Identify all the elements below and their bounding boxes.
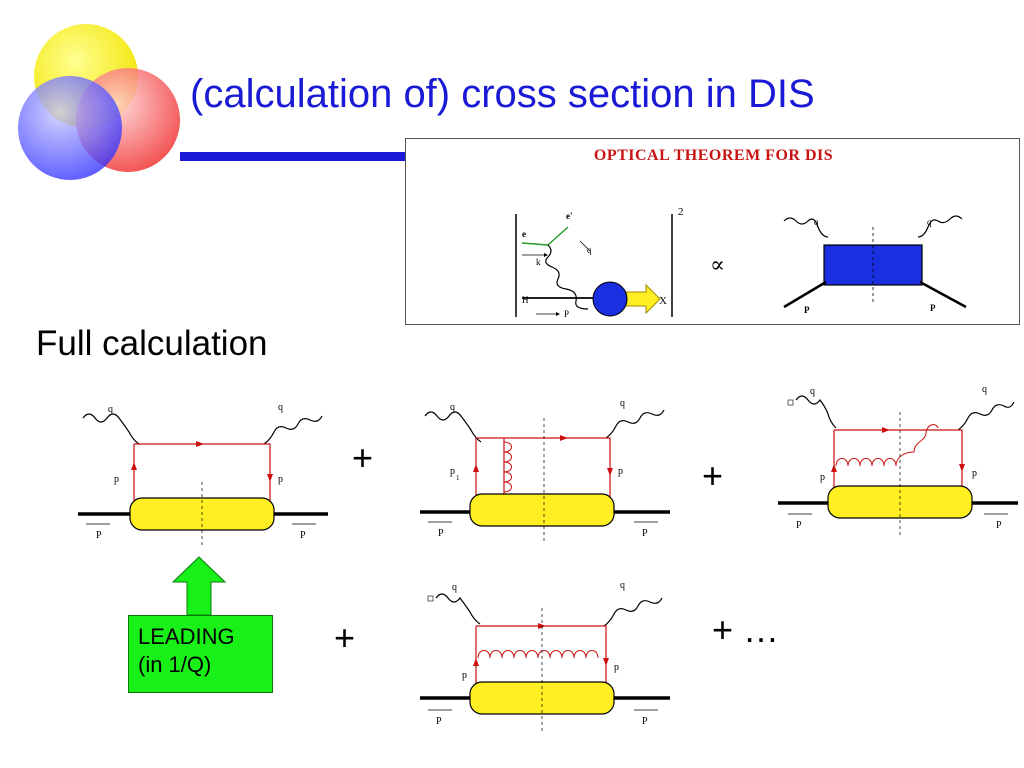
photon-left-line — [783, 217, 829, 238]
svg-text:p: p — [450, 466, 455, 477]
page-title: (calculation of) cross section in DIS — [190, 72, 815, 116]
svg-text:P: P — [300, 530, 306, 541]
svg-text:p: p — [972, 468, 977, 479]
electron-in-line — [521, 242, 549, 246]
exponent-label: 2 — [678, 206, 684, 218]
svg-text:P: P — [96, 530, 102, 541]
right-q-left-label: q — [814, 217, 819, 227]
diagram-leading: q q p p P P — [78, 402, 328, 546]
hadron-p-label: P — [564, 309, 569, 319]
photon-right — [263, 415, 323, 445]
diagram-gluon-exchange-2: q q p p P P — [778, 384, 1018, 536]
svg-text:p: p — [618, 466, 623, 477]
logo-blue-circle — [18, 76, 122, 180]
right-q-right-label: q — [927, 217, 932, 227]
right-p-right-label: P — [930, 303, 936, 313]
hadron-blob — [592, 281, 628, 317]
optical-theorem-panel: OPTICAL THEOREM FOR DIS 2 e e' k q H P X… — [405, 138, 1020, 325]
gluon-line — [835, 424, 939, 467]
svg-text:p: p — [462, 670, 467, 681]
plus-sign-1: + — [352, 437, 374, 478]
proton-in-line — [783, 280, 827, 309]
leading-order-label: (in 1/Q) — [138, 652, 212, 677]
svg-text:q: q — [982, 384, 987, 395]
svg-text:p: p — [614, 662, 619, 673]
logo-circles — [18, 24, 180, 180]
svg-text:q: q — [450, 402, 455, 413]
svg-text:P: P — [996, 520, 1002, 531]
plus-sign-3: + — [334, 617, 356, 658]
svg-text:q: q — [452, 582, 457, 593]
svg-text:q: q — [108, 404, 113, 415]
svg-text:q: q — [620, 580, 625, 591]
svg-text:p: p — [820, 472, 825, 483]
svg-text:P: P — [438, 528, 444, 539]
k-label: k — [536, 257, 541, 267]
leading-label: LEADING — [138, 624, 235, 649]
svg-text:1: 1 — [456, 474, 460, 482]
section-heading-full-calculation: Full calculation — [36, 324, 268, 363]
svg-text:p: p — [114, 474, 119, 485]
svg-text:P: P — [436, 716, 442, 727]
photon-line — [545, 244, 589, 310]
diagram-gluon-exchange-3: q q p p P P — [420, 580, 670, 732]
electron-out-label: e' — [566, 211, 573, 221]
right-p-left-label: P — [804, 305, 810, 315]
photon-left — [82, 413, 140, 445]
final-state-x-label: X — [659, 295, 667, 307]
svg-text:p: p — [278, 474, 283, 485]
plus-ellipsis: + … — [712, 609, 780, 650]
plus-sign-2: + — [702, 455, 724, 496]
leading-label-box: LEADING (in 1/Q) — [128, 615, 273, 693]
hadron-label: H — [522, 295, 529, 305]
gluon-line — [503, 441, 512, 493]
diagram-gluon-exchange-1: q q p 1 p P P — [420, 398, 670, 544]
svg-text:q: q — [278, 402, 283, 413]
svg-text:q: q — [810, 386, 815, 397]
proportional-symbol: ∝ — [710, 252, 725, 277]
quark-line — [134, 443, 271, 502]
photon-right-line — [917, 215, 963, 238]
proton-out-line — [919, 280, 967, 309]
svg-text:P: P — [642, 716, 648, 727]
optical-theorem-diagram: 2 e e' k q H P X ∝ q q P P — [515, 206, 967, 319]
svg-text:q: q — [620, 398, 625, 409]
electron-label: e — [522, 229, 526, 239]
electron-out-line — [547, 226, 569, 246]
svg-text:P: P — [796, 520, 802, 531]
gluon-line — [477, 650, 599, 659]
svg-text:P: P — [642, 528, 648, 539]
leading-up-arrow — [172, 556, 226, 616]
optical-theorem-title: OPTICAL THEOREM FOR DIS — [593, 147, 834, 164]
title-underline — [180, 152, 405, 161]
